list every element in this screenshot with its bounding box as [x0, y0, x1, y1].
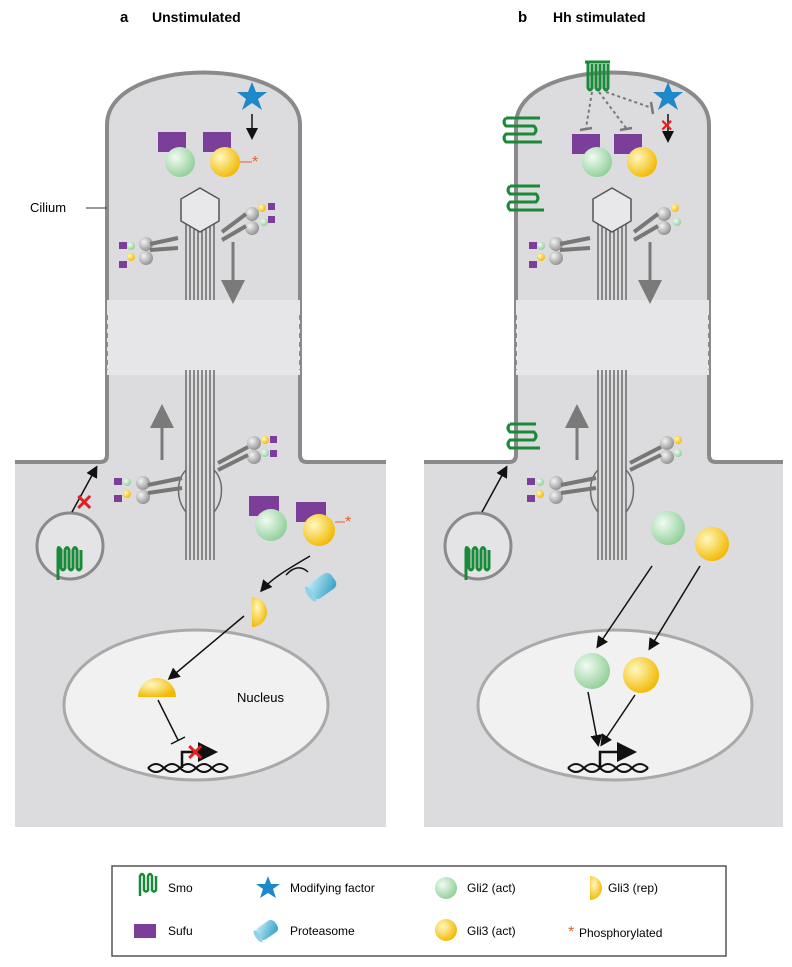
sufu-a-tip-2: [203, 132, 231, 152]
modifying-factor-star-a: [237, 82, 267, 110]
cell-b: [424, 72, 783, 827]
cilium-membrane-b: [424, 70, 783, 464]
ift-train-a-base: [114, 436, 277, 504]
asterisk-icon: *: [568, 924, 574, 941]
ift-train-b-base: [527, 436, 682, 504]
panel-a-title: Unstimulated: [152, 9, 241, 25]
legend-label-gli2-act: Gli2 (act): [467, 881, 516, 895]
gli2-a-cyto: [255, 509, 287, 541]
nucleus-label: Nucleus: [237, 690, 284, 705]
vesicle-a: [35, 511, 105, 581]
legend-label-phosphorylated: Phosphorylated: [579, 926, 662, 940]
cilium-label: Cilium: [30, 200, 66, 215]
gli3-a-tip: [210, 147, 240, 177]
axoneme-b: [589, 218, 635, 560]
phospho-asterisk-a-cyto: *: [345, 514, 351, 531]
block-mark-a-vesicle: ✕: [75, 490, 93, 515]
panel-a-letter: a: [120, 9, 129, 26]
block-mark-b-star: ✕: [660, 118, 673, 135]
transition-zone-b: [516, 300, 709, 375]
legend: Smo Modifying factor Gli2 (act) Gli3 (re…: [111, 865, 727, 957]
panel-a: a Unstimulated Cilium: [15, 9, 386, 827]
dna-b: [567, 763, 649, 773]
gli2-a-tip: [165, 147, 195, 177]
smo-b-vesicle: [464, 546, 491, 580]
legend-label-proteasome: Proteasome: [290, 924, 355, 938]
gli3-rep-a-cyto: [252, 597, 267, 627]
gli3-act-icon: [435, 919, 457, 941]
smo-b-membrane-1: [502, 116, 542, 144]
nucleus-b: [476, 628, 754, 782]
panel-b-letter: b: [518, 9, 527, 26]
gli2-b-tip: [582, 147, 612, 177]
modifying-factor-star-b: [653, 82, 683, 110]
sufu-icon: [134, 924, 156, 938]
gli2-act-icon: [435, 877, 457, 899]
panel-b: b Hh stimulated: [424, 9, 783, 827]
panel-b-title: Hh stimulated: [553, 9, 646, 25]
smo-inhibition-lines: [585, 91, 653, 129]
smo-b-membrane-2: [506, 184, 544, 212]
gli3-b-cyto: [695, 527, 729, 561]
proteasome-icon: [253, 919, 279, 943]
smo-b-tip: [585, 60, 610, 92]
sufu-a-tip-1: [158, 132, 186, 152]
hexagon-a: [180, 187, 220, 233]
transition-zone-a: [107, 300, 300, 375]
nucleus-a: [62, 628, 330, 782]
smo-icon: [138, 872, 158, 896]
vesicle-b: [443, 511, 513, 581]
legend-label-smo: Smo: [168, 881, 193, 895]
axoneme-a: [177, 218, 223, 560]
legend-label-gli3-act: Gli3 (act): [467, 924, 516, 938]
legend-label-sufu: Sufu: [168, 924, 193, 938]
legend-box: [111, 865, 727, 957]
gli3-a-cyto: [303, 514, 335, 546]
legend-label-gli3-rep: Gli3 (rep): [608, 881, 658, 895]
gli3-rep-a-nucleus: [138, 678, 176, 697]
dna-a: [147, 763, 229, 773]
gli3-rep-icon: [590, 876, 602, 900]
block-mark-a-dna: ✕: [186, 740, 204, 765]
gli3-b-tip: [627, 147, 657, 177]
phospho-asterisk-a-tip: *: [252, 154, 258, 171]
ift-train-a-upper: [119, 203, 275, 268]
hexagon-b: [592, 187, 632, 233]
ift-train-b-upper: [529, 204, 681, 268]
gli3-b-nucleus: [623, 657, 659, 693]
proteasome-a: [304, 572, 337, 602]
gli2-b-nucleus: [574, 653, 610, 689]
star-icon: [256, 876, 280, 898]
promoter-arrow-b: [598, 742, 637, 768]
promoter-arrow-a: [180, 742, 218, 768]
cilium-membrane-a: [15, 70, 386, 464]
gli2-b-cyto: [651, 511, 685, 545]
legend-label-modifying-factor: Modifying factor: [290, 881, 375, 895]
smo-a-vesicle: [56, 546, 83, 580]
smo-b-membrane-3: [506, 422, 540, 450]
